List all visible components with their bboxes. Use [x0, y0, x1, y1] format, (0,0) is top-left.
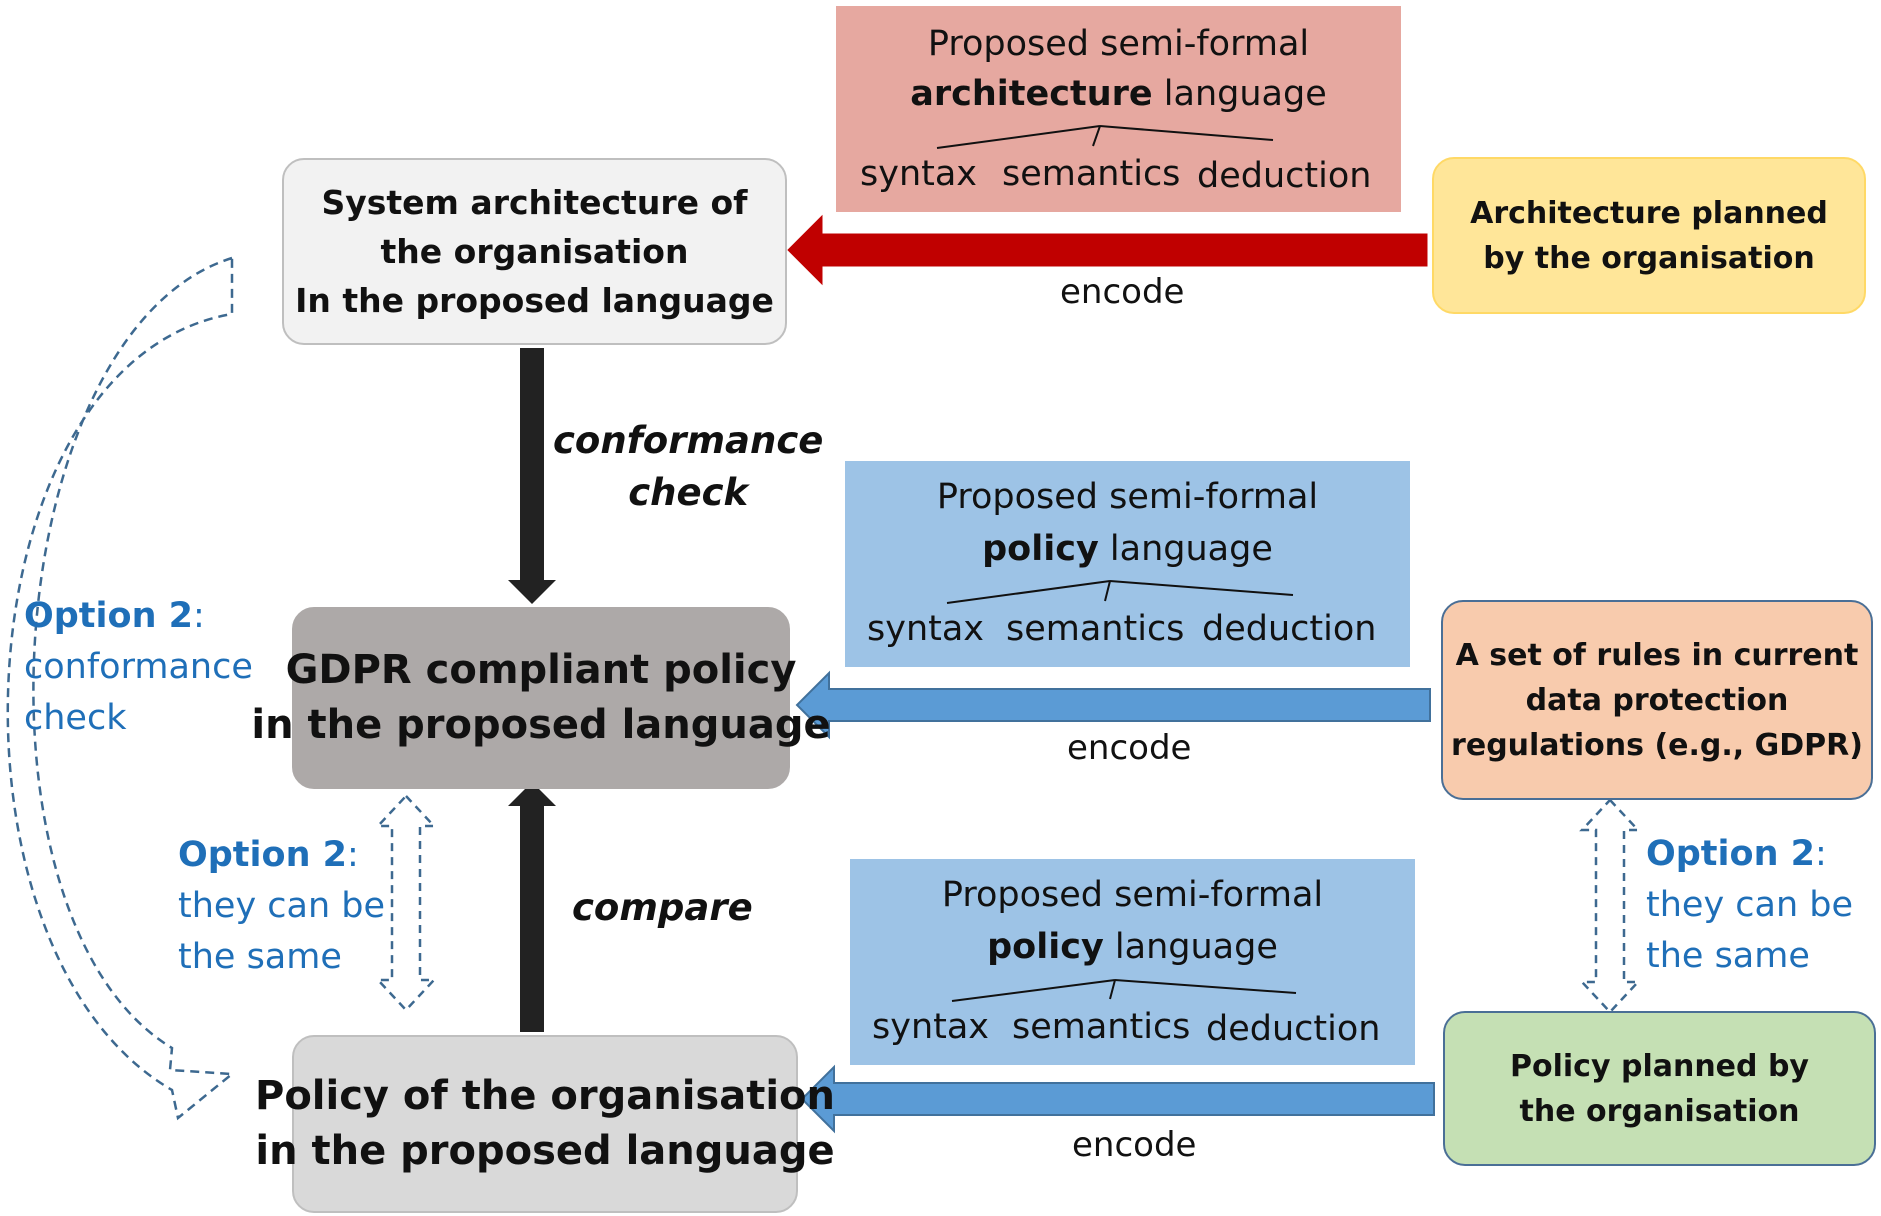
box-line: regulations (e.g., GDPR)	[1451, 727, 1863, 763]
option-heading-bold: Option 2	[24, 596, 194, 636]
language-title: Proposed semi-formal	[936, 477, 1319, 517]
conformance-line: check	[628, 471, 749, 514]
option-center-same: Option 2: they can be the same	[178, 830, 385, 983]
dashed-curved-arrow	[6, 256, 236, 1121]
language-title: Proposed semi-formal	[941, 875, 1324, 915]
option-line: check	[24, 698, 127, 738]
box-line: A set of rules in current	[1455, 637, 1859, 673]
option-heading: Option 2:	[24, 591, 253, 642]
policy-language-box-top: Proposed semi-formal policy language syn…	[845, 461, 1410, 667]
dashed-double-arrow-right	[1579, 798, 1641, 1014]
language-name: policy language	[850, 927, 1415, 967]
system-architecture-box: System architecture of the organisation …	[282, 158, 787, 345]
language-part-syntax: syntax	[872, 1007, 990, 1047]
box-line: data protection	[1525, 682, 1789, 718]
option-line: they can be	[1646, 885, 1854, 925]
language-part-deduction: deduction	[1206, 1009, 1381, 1049]
language-name: architecture language	[836, 74, 1401, 114]
language-part-semantics: semantics	[1012, 1007, 1191, 1047]
dashed-double-arrow-center	[375, 794, 437, 1012]
box-line: Policy of the organisation	[255, 1073, 835, 1119]
language-part-deduction: deduction	[1202, 609, 1377, 649]
policy-planned-box: Policy planned by the organisation	[1443, 1011, 1876, 1166]
language-tree-lines	[946, 580, 1294, 604]
language-part-semantics: semantics	[1002, 154, 1181, 194]
encode-arrow-policy	[800, 1064, 1435, 1134]
architecture-planned-box: Architecture planned by the organisation	[1432, 157, 1866, 314]
conformance-check-arrow	[508, 348, 556, 604]
language-suffix: language	[1098, 529, 1273, 569]
language-keyword: policy	[987, 927, 1104, 967]
box-line: the organisation	[1519, 1093, 1800, 1129]
language-suffix: language	[1103, 927, 1278, 967]
option-heading-bold: Option 2	[1646, 834, 1816, 874]
option-line: they can be	[178, 886, 386, 926]
option-right-same: Option 2: they can be the same	[1646, 829, 1853, 982]
box-line: the organisation	[380, 232, 689, 271]
encode-label-bottom: encode	[1072, 1125, 1197, 1165]
box-line: in the proposed language	[255, 1128, 835, 1174]
language-suffix: language	[1152, 74, 1327, 114]
box-line: GDPR compliant policy	[285, 647, 797, 693]
box-line: Policy planned by	[1510, 1048, 1809, 1084]
conformance-check-label: conformance check	[553, 415, 823, 519]
option-line: conformance	[24, 647, 253, 687]
language-part-syntax: syntax	[860, 154, 978, 194]
policy-language-box-bottom: Proposed semi-formal policy language syn…	[850, 859, 1415, 1065]
box-line: In the proposed language	[295, 281, 774, 320]
language-tree-lines	[951, 979, 1297, 1002]
language-name: policy language	[845, 529, 1410, 569]
option-heading: Option 2:	[1646, 829, 1853, 880]
gdpr-policy-box: GDPR compliant policy in the proposed la…	[251, 607, 831, 789]
option-heading-sep: :	[1815, 834, 1827, 874]
encode-label-middle: encode	[1067, 728, 1192, 768]
language-tree-lines	[936, 125, 1274, 149]
encode-label-top: encode	[1060, 272, 1185, 312]
option-heading-sep: :	[347, 835, 359, 875]
compare-arrow	[508, 782, 556, 1032]
encode-arrow-rules	[795, 670, 1431, 740]
language-part-semantics: semantics	[1006, 609, 1185, 649]
conformance-line: conformance	[553, 419, 824, 462]
architecture-language-box: Proposed semi-formal architecture langua…	[836, 6, 1401, 212]
language-title: Proposed semi-formal	[927, 24, 1310, 64]
language-part-deduction: deduction	[1197, 156, 1372, 196]
option-line: the same	[178, 937, 342, 977]
box-line: Architecture planned	[1470, 195, 1828, 231]
box-line: in the proposed language	[251, 702, 831, 748]
option-left-conformance: Option 2: conformance check	[24, 591, 253, 744]
org-policy-box: Policy of the organisation in the propos…	[255, 1035, 835, 1213]
encode-arrow-architecture	[787, 214, 1428, 286]
option-heading-bold: Option 2	[178, 835, 348, 875]
language-keyword: architecture	[910, 74, 1153, 114]
rules-box: A set of rules in current data protectio…	[1441, 600, 1873, 800]
language-keyword: policy	[982, 529, 1099, 569]
language-part-syntax: syntax	[867, 609, 985, 649]
box-line: by the organisation	[1483, 240, 1815, 276]
option-heading-sep: :	[193, 596, 205, 636]
box-line: System architecture of	[321, 183, 748, 222]
option-line: the same	[1646, 936, 1810, 976]
option-heading: Option 2:	[178, 830, 385, 881]
compare-label: compare	[572, 886, 753, 929]
